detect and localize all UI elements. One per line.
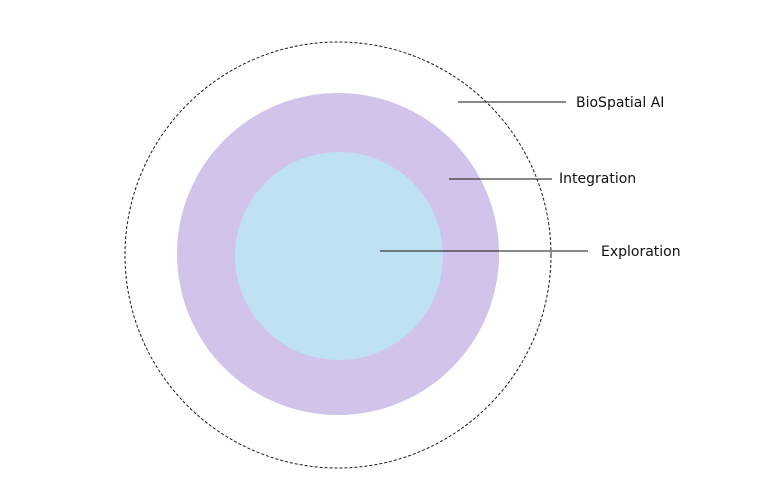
inner-layer-circle <box>235 152 443 360</box>
label-biospatial-ai: BioSpatial AI <box>576 95 664 111</box>
label-exploration: Exploration <box>601 244 681 260</box>
outer-layer-circle <box>124 41 552 469</box>
label-integration: Integration <box>559 171 636 187</box>
